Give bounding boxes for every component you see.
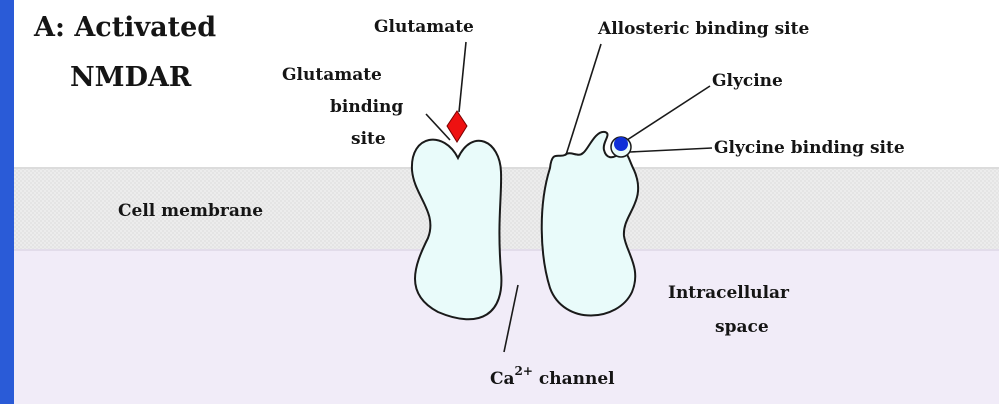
- right-receptor-subunit: [542, 132, 638, 316]
- intracellular-space-label-line-2: space: [715, 317, 769, 337]
- left-border: [0, 0, 14, 404]
- glutamate-binding-site-label-line-2: binding: [330, 97, 403, 117]
- intracellular-space-label-line-1: Intracellular: [668, 283, 790, 303]
- title-line-1: A: Activated: [33, 12, 216, 43]
- glycine-binding-site-label: Glycine binding site: [714, 138, 905, 158]
- glutamate-label: Glutamate: [374, 17, 474, 37]
- glutamate-binding-site-label-line-1: Glutamate: [282, 65, 382, 85]
- calcium-symbol: Ca: [490, 369, 515, 389]
- glutamate-binding-site-label-line-3: site: [351, 129, 386, 149]
- cell-membrane-label: Cell membrane: [118, 201, 263, 221]
- glycine-molecule: [614, 137, 628, 151]
- title-line-2: NMDAR: [70, 62, 192, 93]
- allosteric-binding-site-label: Allosteric binding site: [597, 19, 809, 39]
- channel-word: channel: [533, 369, 615, 389]
- calcium-charge: 2+: [515, 364, 533, 378]
- glycine-label: Glycine: [712, 71, 783, 91]
